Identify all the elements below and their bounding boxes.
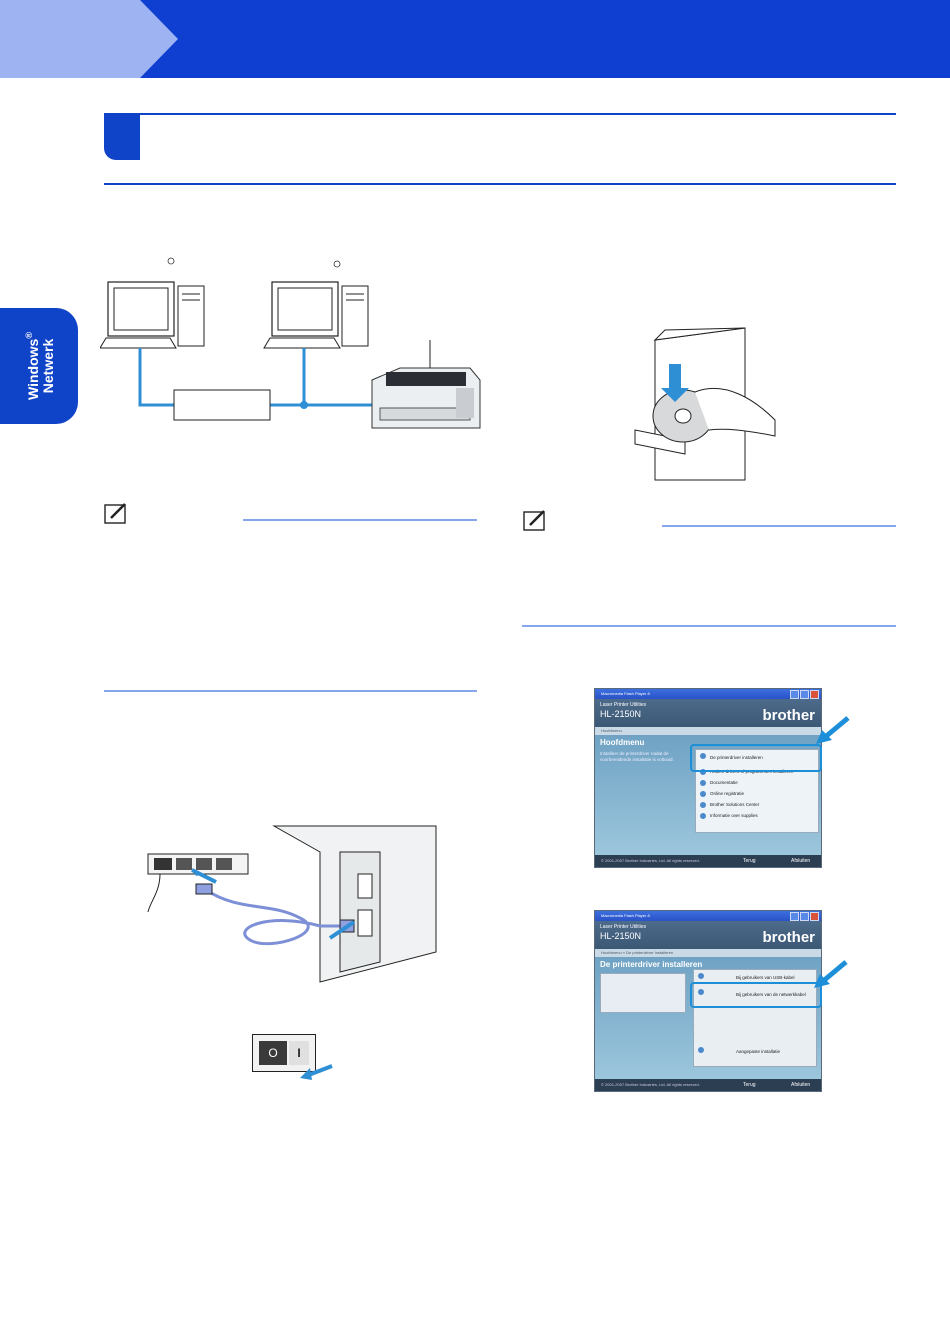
section-title: De printerdriver installeren: [600, 960, 703, 969]
router-box: [173, 389, 271, 421]
down-arrow-icon: [661, 364, 689, 402]
connection-image: [600, 973, 686, 1013]
option-usb-cable[interactable]: Bij gebruikers van USB-kabel: [694, 970, 816, 986]
installer-main-menu-screenshot: Macromedia Flash Player 8 Laser Printer …: [594, 688, 822, 868]
window-title: Macromedia Flash Player 8: [601, 691, 650, 696]
computer-label-marker: [333, 260, 341, 268]
intro-text: Installeer de printerdriver nadat de voo…: [600, 751, 674, 762]
section-title: Hoofdmenu: [600, 738, 645, 747]
note-icon: [523, 510, 545, 531]
maximize-icon[interactable]: [800, 690, 809, 699]
heading-rule-top: [104, 113, 896, 115]
close-icon[interactable]: [810, 690, 819, 699]
option-network-cable[interactable]: Bij gebruikers van de netwerkkabel: [694, 986, 816, 1004]
side-tab: Windows® Netwerk: [0, 308, 78, 424]
header-tab-shape: [0, 0, 178, 78]
menu-item-supplies[interactable]: Informatie over supplies: [696, 810, 818, 821]
note-rule-top: [243, 519, 477, 521]
switch-on-label: I: [289, 1041, 309, 1065]
network-cable-illustration: [147, 825, 437, 983]
option-custom-install[interactable]: Aangepaste installatie: [694, 1044, 816, 1060]
side-tab-brand: Windows: [24, 338, 41, 400]
back-button[interactable]: Terug: [743, 1082, 756, 1088]
computer-icon: [263, 281, 369, 349]
note-rule-top: [662, 525, 896, 527]
heading-rule-bottom: [104, 183, 896, 185]
highlight-frame: [690, 982, 822, 1008]
minimize-icon[interactable]: [790, 912, 799, 921]
close-icon[interactable]: [810, 912, 819, 921]
menu-item-documentation[interactable]: Documentatie: [696, 777, 818, 788]
cd-insert-illustration: [634, 327, 776, 481]
exit-button[interactable]: Afsluiten: [791, 858, 811, 864]
window-title: Macromedia Flash Player 8: [601, 913, 650, 918]
back-button[interactable]: Terug: [743, 858, 756, 864]
step-number-box: [104, 114, 140, 160]
menu-item-solutions-center[interactable]: Brother Solutions Center: [696, 799, 818, 810]
brand-logo: brother: [762, 707, 816, 724]
maximize-icon[interactable]: [800, 912, 809, 921]
minimize-icon[interactable]: [790, 690, 799, 699]
note-rule-bottom: [522, 625, 896, 627]
installer-driver-screenshot: Macromedia Flash Player 8 Laser Printer …: [594, 910, 822, 1092]
note-icon: [104, 503, 126, 524]
highlight-frame: [690, 744, 822, 772]
printer-icon: [371, 367, 481, 429]
power-switch: O I: [252, 1034, 316, 1072]
brand-logo: brother: [762, 929, 816, 946]
menu-item-online-registration[interactable]: Online registratie: [696, 788, 818, 799]
product-line: Laser Printer Utilities: [600, 924, 647, 930]
computer-label-marker: [167, 257, 175, 265]
footer-copyright: © 2001-2007 Brother Industries, Ltd. All…: [601, 1082, 700, 1087]
arrow-icon: [814, 960, 848, 988]
network-diagram: [100, 257, 481, 429]
product-line: Laser Printer Utilities: [600, 702, 647, 708]
exit-button[interactable]: Afsluiten: [791, 1082, 811, 1088]
model-name: HL-2150N: [600, 709, 642, 719]
side-tab-section: Netwerk: [39, 338, 56, 394]
arrow-icon: [816, 716, 850, 744]
computer-icon: [100, 281, 205, 349]
install-options: Bij gebruikers van USB-kabel Bij gebruik…: [693, 969, 817, 1067]
switch-off-label: O: [259, 1041, 287, 1065]
registered-mark: ®: [24, 332, 35, 339]
menu-item-install-driver[interactable]: De printerdriver installeren: [696, 750, 818, 766]
breadcrumb: Hoofdmenu: [595, 727, 821, 735]
breadcrumb: Hoofdmenu » De printerdriver installeren: [595, 949, 821, 957]
main-menu: De printerdriver installeren Andere driv…: [695, 749, 819, 833]
note-rule-bottom: [104, 690, 477, 692]
footer-copyright: © 2001-2007 Brother Industries, Ltd. All…: [601, 858, 700, 863]
model-name: HL-2150N: [600, 931, 642, 941]
arrow-icon: [300, 1064, 333, 1080]
